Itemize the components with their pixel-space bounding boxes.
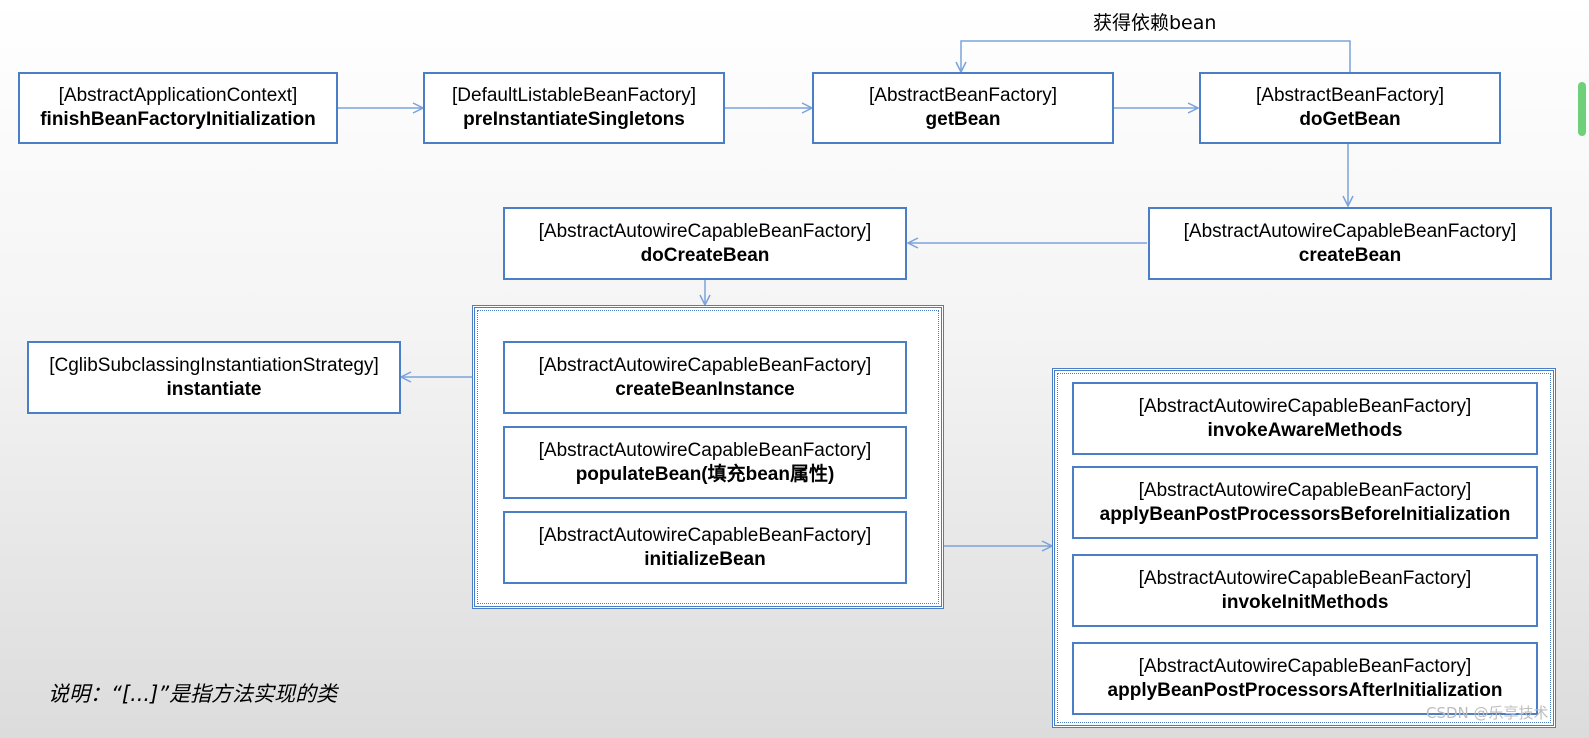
- node-apply-after-initialization: [AbstractAutowireCapableBeanFactory] app…: [1072, 642, 1538, 715]
- node-class-label: [AbstractAutowireCapableBeanFactory]: [1138, 395, 1472, 417]
- node-method-label: doGetBean: [1299, 109, 1401, 130]
- node-pre-instantiate-singletons: [DefaultListableBeanFactory] preInstanti…: [423, 72, 725, 144]
- node-class-label: [AbstractBeanFactory]: [1256, 85, 1444, 106]
- dependency-loop-label: 获得依赖bean: [1093, 12, 1217, 34]
- watermark: CSDN @乐享技术: [1426, 704, 1549, 722]
- node-do-create-bean: [AbstractAutowireCapableBeanFactory] doC…: [503, 207, 907, 280]
- node-method-label: initializeBean: [644, 548, 766, 570]
- arrow-dependency-loop: [961, 40, 1351, 72]
- node-class-label: [AbstractApplicationContext]: [58, 85, 298, 106]
- node-class-label: [AbstractBeanFactory]: [869, 85, 1057, 106]
- node-get-bean: [AbstractBeanFactory] getBean: [812, 72, 1114, 144]
- node-initialize-bean: [AbstractAutowireCapableBeanFactory] ini…: [503, 511, 907, 584]
- node-method-label: applyBeanPostProcessorsAfterInitializati…: [1107, 679, 1503, 701]
- node-instantiate: [CglibSubclassingInstantiationStrategy] …: [27, 341, 401, 414]
- node-method-label: createBean: [1298, 244, 1402, 266]
- node-method-label: finishBeanFactoryInitialization: [40, 109, 316, 130]
- node-class-label: [AbstractAutowireCapableBeanFactory]: [1183, 220, 1517, 242]
- node-invoke-init-methods: [AbstractAutowireCapableBeanFactory] inv…: [1072, 554, 1538, 627]
- node-method-label: invokeAwareMethods: [1207, 419, 1403, 441]
- node-method-label: getBean: [925, 109, 1001, 130]
- node-class-label: [AbstractAutowireCapableBeanFactory]: [538, 524, 872, 546]
- node-apply-before-initialization: [AbstractAutowireCapableBeanFactory] app…: [1072, 466, 1538, 539]
- node-method-label: applyBeanPostProcessorsBeforeInitializat…: [1099, 503, 1511, 525]
- scrollbar-thumb[interactable]: [1578, 82, 1586, 136]
- legend-note: 说明：“[...]”是指方法实现的类: [48, 682, 338, 706]
- node-class-label: [AbstractAutowireCapableBeanFactory]: [1138, 655, 1472, 677]
- node-class-label: [DefaultListableBeanFactory]: [452, 85, 696, 106]
- node-class-label: [CglibSubclassingInstantiationStrategy]: [49, 354, 379, 376]
- node-populate-bean: [AbstractAutowireCapableBeanFactory] pop…: [503, 426, 907, 499]
- node-method-label: instantiate: [166, 378, 262, 400]
- node-invoke-aware-methods: [AbstractAutowireCapableBeanFactory] inv…: [1072, 382, 1538, 455]
- node-do-get-bean: [AbstractBeanFactory] doGetBean: [1199, 72, 1501, 144]
- node-create-bean-instance: [AbstractAutowireCapableBeanFactory] cre…: [503, 341, 907, 414]
- node-method-label: populateBean(填充bean属性): [575, 463, 835, 485]
- node-method-label: invokeInitMethods: [1221, 591, 1389, 613]
- node-method-label: preInstantiateSingletons: [463, 109, 685, 130]
- node-class-label: [AbstractAutowireCapableBeanFactory]: [538, 220, 872, 242]
- node-class-label: [AbstractAutowireCapableBeanFactory]: [1138, 567, 1472, 589]
- node-create-bean: [AbstractAutowireCapableBeanFactory] cre…: [1148, 207, 1552, 280]
- node-method-label: createBeanInstance: [615, 378, 795, 400]
- node-finish-bean-factory-initialization: [AbstractApplicationContext] finishBeanF…: [18, 72, 338, 144]
- node-class-label: [AbstractAutowireCapableBeanFactory]: [538, 354, 872, 376]
- node-method-label: doCreateBean: [640, 244, 770, 266]
- node-class-label: [AbstractAutowireCapableBeanFactory]: [1138, 479, 1472, 501]
- node-class-label: [AbstractAutowireCapableBeanFactory]: [538, 439, 872, 461]
